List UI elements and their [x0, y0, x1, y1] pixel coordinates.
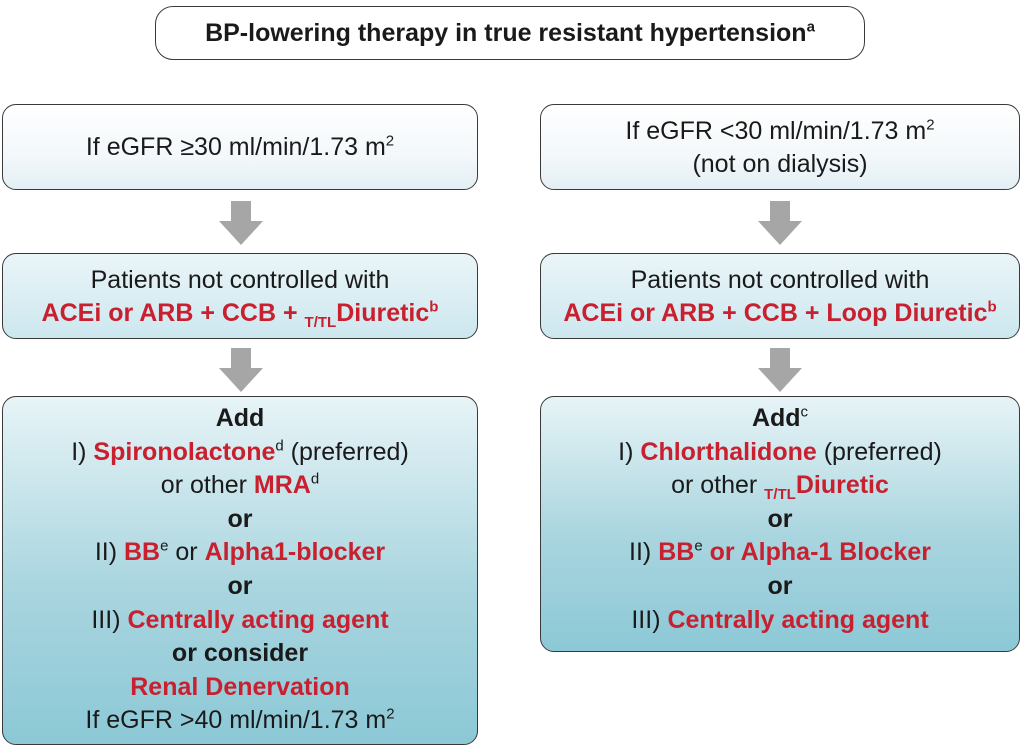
- right-option-1-alt: or other T/TLDiuretic: [671, 471, 889, 504]
- left-add-heading: Add: [215, 404, 265, 432]
- left-or-2: or: [227, 571, 253, 600]
- title-footnote: a: [806, 18, 815, 36]
- right-option-1: I) Chlorthalidone (preferred): [618, 437, 942, 466]
- right-or-1: or: [767, 504, 793, 533]
- left-option-3: III) Centrally acting agent: [91, 605, 389, 634]
- right-not-controlled-label: Patients not controlled with: [630, 266, 930, 294]
- right-or-2: or: [767, 571, 793, 600]
- right-current-regimen: ACEi or ARB + CCB + Loop Diureticb: [563, 298, 997, 327]
- down-arrow-icon: [219, 348, 263, 392]
- down-arrow-icon: [758, 348, 802, 392]
- right-option-3: III) Centrally acting agent: [631, 605, 929, 634]
- left-option-1: I) Spironolactoned (preferred): [71, 437, 409, 466]
- diagram-title: BP-lowering therapy in true resistant hy…: [155, 6, 865, 60]
- left-option-2: II) BBe or Alpha1-blocker: [94, 538, 386, 567]
- right-option-2: II) BBe or Alpha-1 Blocker: [629, 538, 931, 567]
- left-or-1: or: [227, 504, 253, 533]
- left-add-box: Add I) Spironolactoned (preferred) or ot…: [2, 396, 478, 745]
- left-not-controlled-label: Patients not controlled with: [90, 266, 390, 294]
- down-arrow-icon: [758, 201, 802, 245]
- right-dialysis-note: (not on dialysis): [692, 150, 868, 178]
- right-add-heading: Addc: [751, 403, 809, 432]
- right-add-box: Addc I) Chlorthalidone (preferred) or ot…: [540, 396, 1020, 652]
- right-egfr-box: If eGFR <30 ml/min/1.73 m2 (not on dialy…: [540, 104, 1020, 190]
- left-egfr-text: If eGFR ≥30 ml/min/1.73 m: [85, 133, 386, 161]
- left-current-regimen: ACEi or ARB + CCB + T/TLDiureticb: [41, 298, 439, 331]
- title-text: BP-lowering therapy in true resistant hy…: [205, 19, 807, 47]
- left-or-consider: or consider: [171, 639, 309, 668]
- left-egfr-note: If eGFR >40 ml/min/1.73 m2: [85, 706, 395, 735]
- left-renal-denervation: Renal Denervation: [130, 672, 350, 701]
- right-not-controlled-box: Patients not controlled with ACEi or ARB…: [540, 253, 1020, 339]
- left-egfr-sup: 2: [385, 132, 395, 150]
- left-not-controlled-box: Patients not controlled with ACEi or ARB…: [2, 253, 478, 339]
- left-option-1-alt: or other MRAd: [160, 470, 320, 500]
- left-egfr-box: If eGFR ≥30 ml/min/1.73 m2: [2, 104, 478, 190]
- right-egfr-text: If eGFR <30 ml/min/1.73 m2: [625, 116, 935, 145]
- down-arrow-icon: [219, 201, 263, 245]
